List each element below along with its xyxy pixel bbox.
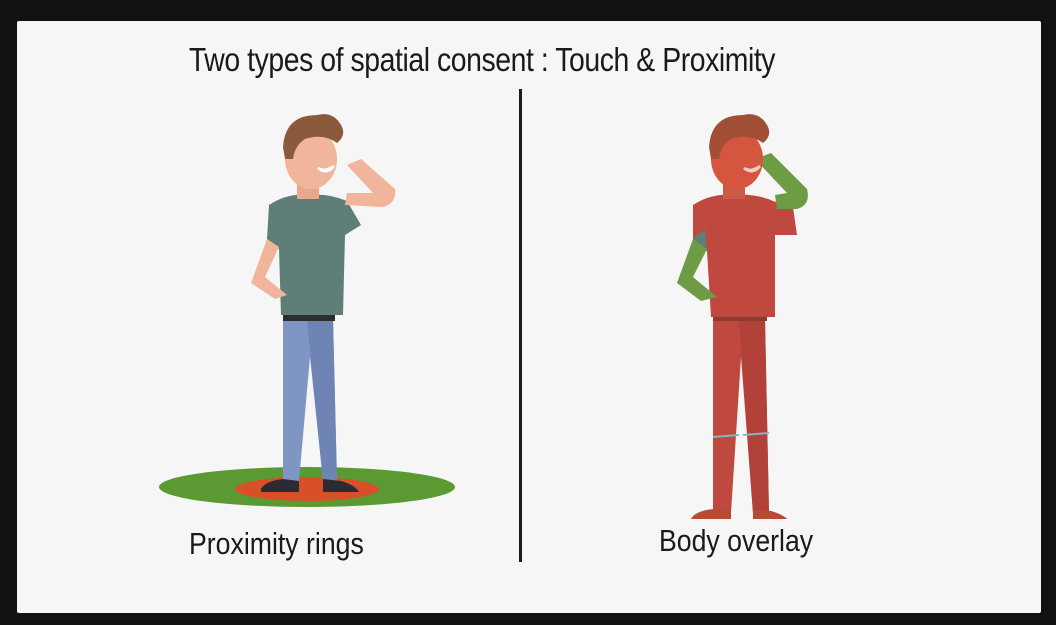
- slide-canvas: Two types of spatial consent : Touch & P…: [17, 21, 1041, 613]
- panel-divider: [519, 89, 522, 562]
- inner-proximity-ring: [235, 477, 379, 501]
- proximity-rings-illustration: [147, 89, 467, 519]
- person-left: [251, 114, 395, 492]
- body-overlay-label: Body overlay: [659, 523, 813, 559]
- proximity-rings-label: Proximity rings: [189, 526, 364, 562]
- slide-title: Two types of spatial consent : Touch & P…: [82, 41, 882, 79]
- person-right: [677, 114, 808, 519]
- body-overlay-illustration: [647, 89, 887, 519]
